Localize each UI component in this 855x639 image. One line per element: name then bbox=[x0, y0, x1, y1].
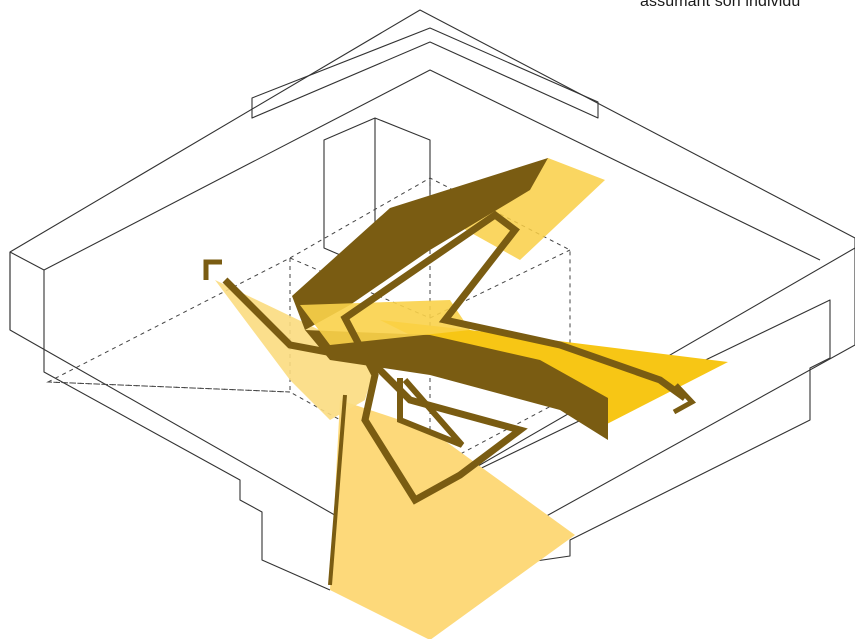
arrow-right-icon bbox=[672, 383, 697, 415]
left-wing bbox=[9, 251, 331, 591]
caption-text: assumant son individu bbox=[640, 0, 801, 10]
path-line bbox=[222, 210, 688, 505]
arrow-left-icon bbox=[203, 259, 222, 280]
circulation-path bbox=[222, 210, 688, 586]
upper-block bbox=[251, 27, 599, 119]
mid-ramp-plane bbox=[300, 300, 470, 345]
vertical-path-line bbox=[328, 394, 347, 586]
upper-ramp-plane bbox=[430, 158, 605, 260]
right-wing bbox=[439, 299, 831, 576]
dark-ramp-band bbox=[292, 158, 548, 330]
inner-roof-edge bbox=[43, 69, 821, 271]
dark-ramp-slab bbox=[305, 330, 608, 440]
ramp-planes bbox=[215, 158, 728, 639]
inner-loop bbox=[397, 378, 465, 448]
